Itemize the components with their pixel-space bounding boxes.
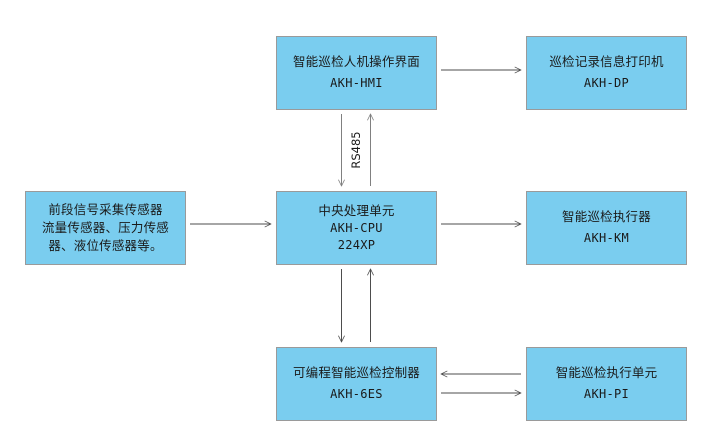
node-akh-pi[interactable]: 智能巡检执行单元 AKH-PI bbox=[526, 347, 687, 421]
node-akh-dp[interactable]: 巡检记录信息打印机 AKH-DP bbox=[526, 36, 687, 110]
node-cpu-code: AKH-CPU bbox=[330, 220, 383, 235]
node-sensor-line3: 器、液位传感器等。 bbox=[48, 238, 163, 254]
node-km-code: AKH-KM bbox=[583, 231, 630, 246]
node-akh-hmi[interactable]: 智能巡检人机操作界面 AKH-HMI bbox=[276, 36, 437, 110]
node-akh-cpu[interactable]: 中央处理单元 AKH-CPU 224XP bbox=[276, 191, 437, 265]
node-km-title: 智能巡检执行器 bbox=[562, 209, 651, 225]
node-plc-title: 可编程智能巡检控制器 bbox=[292, 365, 420, 381]
node-front-end-sensors[interactable]: 前段信号采集传感器 流量传感器、压力传感 器、液位传感器等。 bbox=[25, 191, 186, 265]
node-sensor-line1: 前段信号采集传感器 bbox=[48, 201, 163, 217]
node-printer-code: AKH-DP bbox=[583, 76, 630, 91]
node-printer-title: 巡检记录信息打印机 bbox=[549, 54, 664, 70]
node-plc-code: AKH-6ES bbox=[330, 387, 383, 402]
node-pi-title: 智能巡检执行单元 bbox=[555, 365, 658, 381]
node-cpu-code2: 224XP bbox=[337, 238, 376, 253]
node-akh-km[interactable]: 智能巡检执行器 AKH-KM bbox=[526, 191, 687, 265]
node-pi-code: AKH-PI bbox=[583, 387, 630, 402]
node-cpu-title: 中央处理单元 bbox=[318, 202, 395, 218]
node-hmi-code: AKH-HMI bbox=[330, 76, 383, 91]
node-sensor-line2: 流量传感器、压力传感 bbox=[41, 219, 169, 235]
node-akh-6es[interactable]: 可编程智能巡检控制器 AKH-6ES bbox=[276, 347, 437, 421]
edge-label-rs485: RS485 bbox=[349, 131, 363, 169]
node-hmi-title: 智能巡检人机操作界面 bbox=[292, 54, 420, 70]
